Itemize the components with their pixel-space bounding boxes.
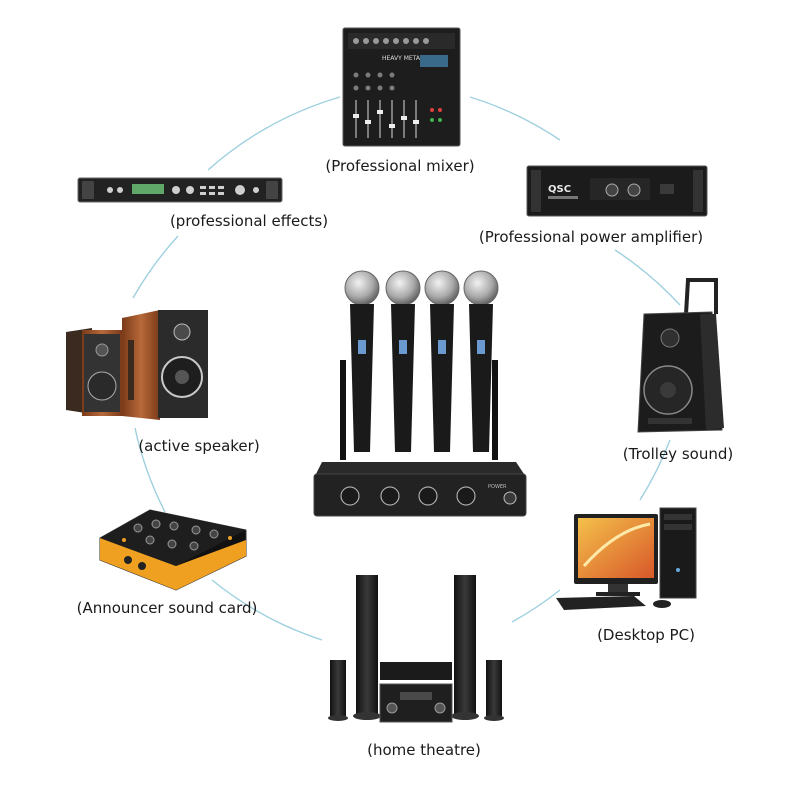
svg-text:QSC: QSC — [548, 184, 571, 195]
label-home-theatre: (home theatre) — [367, 741, 481, 759]
mixer-icon: HEAVY METAL — [342, 27, 461, 147]
label-announcer-sound-card: (Announcer sound card) — [76, 599, 258, 617]
label-desktop-pc: (Desktop PC) — [597, 626, 695, 644]
microphone-2 — [385, 270, 421, 452]
connection-ring — [132, 96, 681, 641]
home-theatre-icon — [328, 575, 504, 723]
microphone-1 — [344, 270, 380, 452]
power-amplifier-icon: QSC — [526, 165, 708, 217]
sound-card-icon — [99, 509, 247, 591]
receiver-unit: POWER — [313, 462, 527, 517]
label-professional-power-amplifier: (Professional power amplifier) — [478, 228, 704, 246]
effects-unit-icon — [77, 177, 283, 203]
bookshelf-speakers-icon — [66, 310, 208, 420]
microphone-3 — [424, 270, 460, 452]
wireless-microphone-system-icon: POWER — [313, 270, 527, 517]
label-trolley-sound: (Trolley sound) — [622, 445, 734, 463]
label-professional-effects: (professional effects) — [169, 212, 329, 230]
microphone-4 — [463, 270, 499, 452]
trolley-speaker-icon — [637, 278, 724, 433]
svg-text:HEAVY METAL: HEAVY METAL — [382, 55, 424, 62]
receiver-power-label: POWER — [488, 484, 507, 490]
label-professional-mixer: (Professional mixer) — [325, 157, 475, 175]
label-active-speaker: (active speaker) — [138, 437, 260, 455]
desktop-pc-icon — [556, 507, 697, 610]
